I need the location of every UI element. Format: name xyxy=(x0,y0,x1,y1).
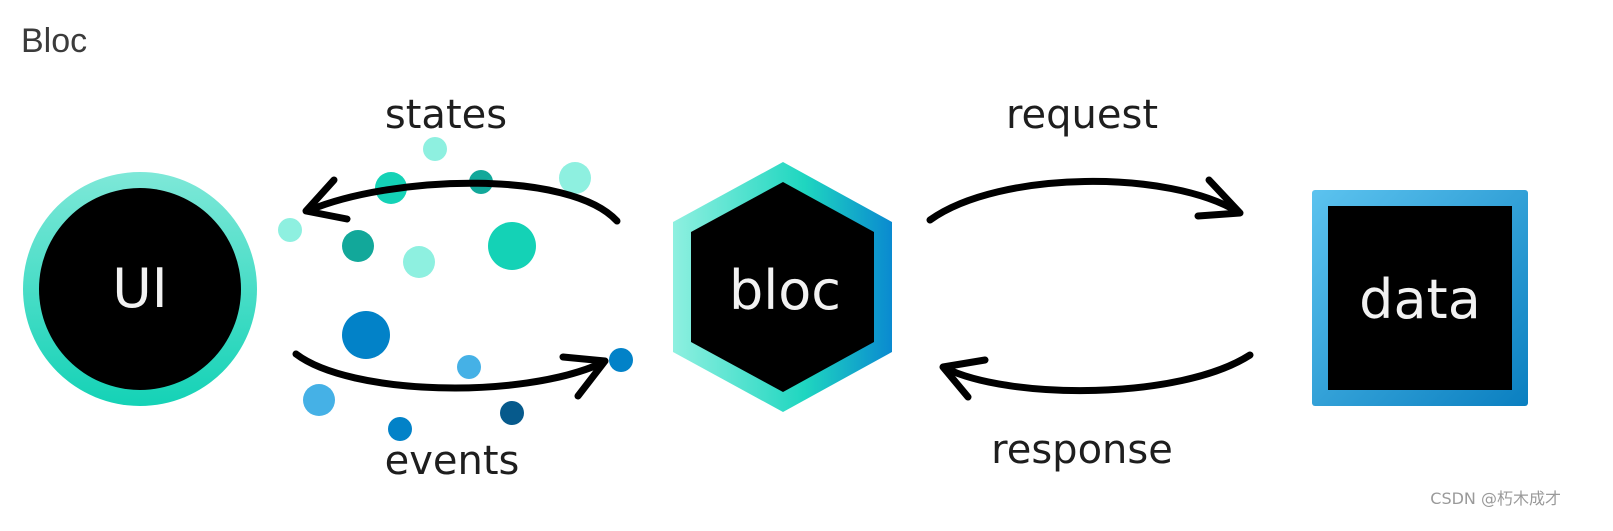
request-arrow xyxy=(926,176,1244,224)
bloc-node: bloc xyxy=(673,162,892,412)
particle xyxy=(388,417,412,441)
data-node-label: data xyxy=(1359,268,1481,331)
particle xyxy=(403,246,435,278)
particle xyxy=(457,355,481,379)
particle xyxy=(303,384,335,416)
data-node: data xyxy=(1312,190,1528,406)
request-label: request xyxy=(1006,92,1158,138)
particle xyxy=(609,348,633,372)
bloc-node-label: bloc xyxy=(729,259,841,322)
watermark: CSDN @朽木成才 xyxy=(1430,489,1561,508)
response-label: response xyxy=(991,427,1173,473)
particle xyxy=(342,311,390,359)
events-arrow xyxy=(292,350,609,400)
particle xyxy=(423,137,447,161)
states-label: states xyxy=(385,92,507,138)
states-arrow xyxy=(302,176,621,225)
ui-node: UI xyxy=(23,172,257,406)
states-particles xyxy=(278,137,591,278)
particle xyxy=(488,222,536,270)
events-particles xyxy=(303,311,633,441)
ui-node-label: UI xyxy=(112,257,167,320)
particle xyxy=(278,218,302,242)
events-label: events xyxy=(385,438,520,484)
particle xyxy=(342,230,374,262)
response-arrow xyxy=(939,351,1254,401)
particle xyxy=(559,162,591,194)
particle xyxy=(500,401,524,425)
page-title: Bloc xyxy=(21,22,88,60)
